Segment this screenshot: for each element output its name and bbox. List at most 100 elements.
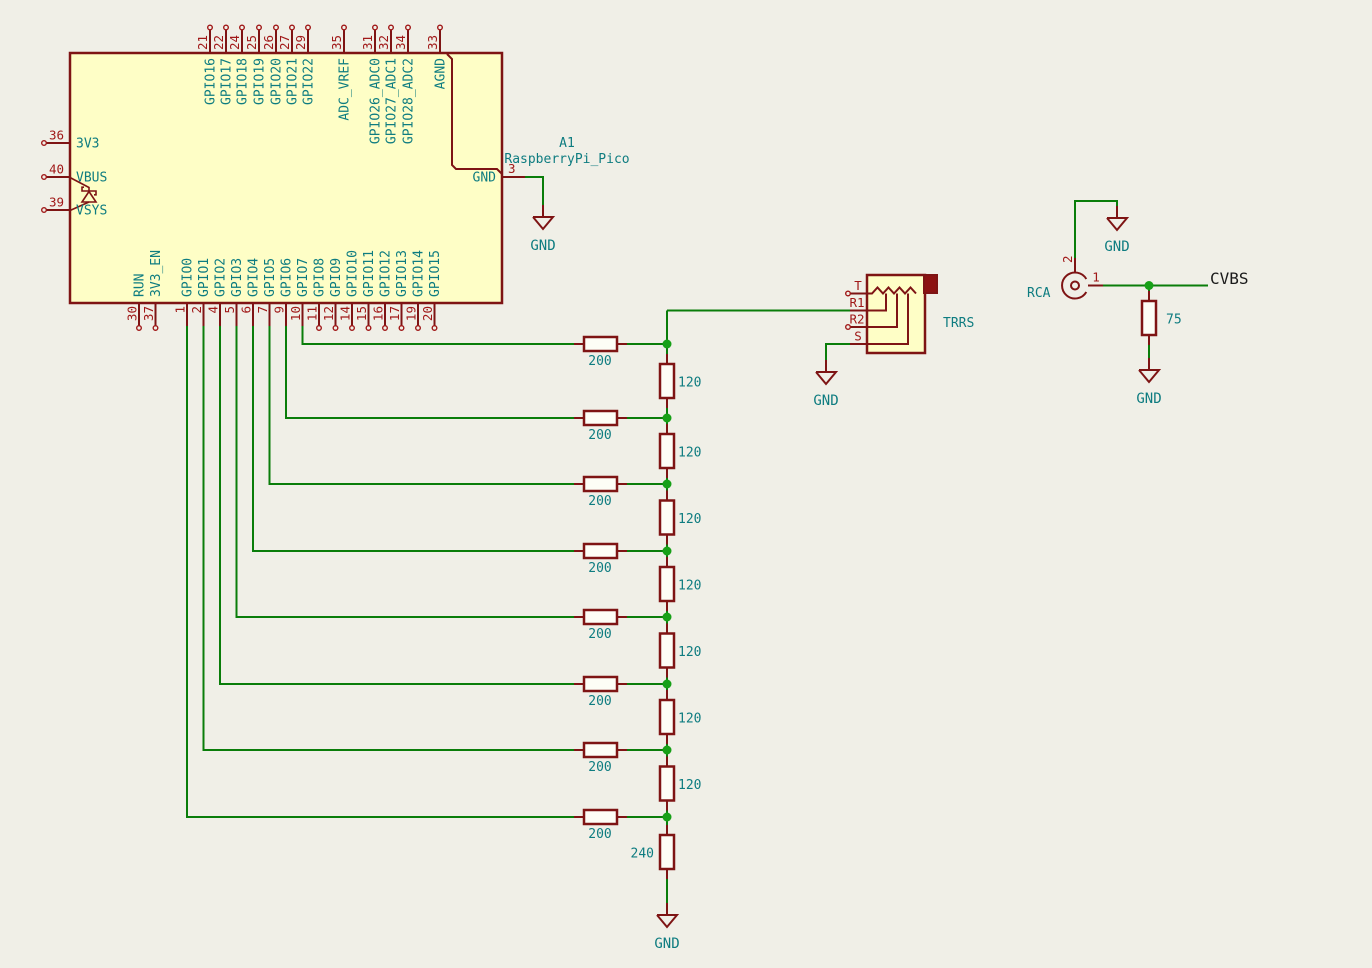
pin-number: 29 <box>293 35 308 50</box>
pin-number: 24 <box>227 35 242 50</box>
resistor-value[interactable]: 200 <box>588 494 611 509</box>
resistor-series-6[interactable]: 200 <box>574 675 627 709</box>
resistor-value[interactable]: 120 <box>678 376 701 391</box>
pico-value[interactable]: RaspberryPi_Pico <box>504 152 629 167</box>
pico-reference[interactable]: A1 <box>559 136 575 151</box>
resistor-body <box>658 499 676 536</box>
resistor-body <box>658 632 676 669</box>
wire-gpio3-row5[interactable] <box>235 326 668 618</box>
diode-wires <box>69 176 90 212</box>
gnd-symbol-trrs[interactable]: GND <box>813 360 839 409</box>
wire-rca-shield-to-gnd[interactable] <box>1074 200 1118 258</box>
pin-name: AGND <box>434 58 449 89</box>
trrs-jack[interactable]: T R1 R2 S TRRS <box>845 273 975 355</box>
resistor-value[interactable]: 200 <box>588 561 611 576</box>
gnd-symbol-r75[interactable]: GND <box>1136 358 1162 407</box>
pin-name: GPIO0 <box>181 258 196 297</box>
resistor-value[interactable]: 120 <box>678 778 701 793</box>
pico-pin-adc-vref: 35 ADC_VREF <box>329 24 353 121</box>
resistor-value[interactable]: 200 <box>588 827 611 842</box>
resistor-shunt-1[interactable]: 120 <box>658 354 701 408</box>
pin-number: 2 <box>189 306 204 314</box>
resistor-value[interactable]: 200 <box>588 627 611 642</box>
wire-gpio0-row8[interactable] <box>186 326 667 818</box>
no-connect-circle <box>41 173 48 180</box>
pico-symbol[interactable]: A1 RaspberryPi_Pico 36 3V3 40 VBUS 39 VS… <box>41 24 630 332</box>
no-connect-circle <box>845 290 852 297</box>
pin-number: 20 <box>420 306 435 321</box>
rca-label[interactable]: RCA <box>1027 286 1051 301</box>
pin-name: 3V3 <box>76 137 99 152</box>
gnd-label: GND <box>530 238 555 254</box>
wire-gpio1-row7[interactable] <box>202 326 668 751</box>
resistor-rca-termination[interactable]: 75 <box>1140 291 1182 345</box>
pin-name: GPIO8 <box>313 258 328 297</box>
resistor-value[interactable]: 120 <box>678 446 701 461</box>
pico-pin-gpio5: 7 GPIO5 <box>255 258 278 326</box>
no-connect-circle <box>398 325 405 332</box>
pico-pin-gnd3: 3 GND <box>473 161 525 186</box>
resistor-series-5[interactable]: 200 <box>574 608 627 642</box>
pico-pin-gpio8: 11 GPIO8 <box>305 258 328 332</box>
resistor-value[interactable]: 200 <box>588 760 611 775</box>
no-connect-circle <box>365 325 372 332</box>
resistor-value[interactable]: 120 <box>678 712 701 727</box>
trrs-contact-zigzag <box>867 286 917 295</box>
resistor-series-7[interactable]: 200 <box>574 741 627 775</box>
pin-number: 39 <box>49 195 64 210</box>
resistor-series-1[interactable]: 200 <box>574 335 627 369</box>
resistor-termination[interactable]: 240 <box>631 825 676 879</box>
pico-pin-gpio28-adc2: 34 GPIO28_ADC2 <box>393 24 417 144</box>
resistor-shunt-5[interactable]: 120 <box>658 623 701 678</box>
no-connect-circle <box>135 325 142 332</box>
resistor-value[interactable]: 240 <box>631 847 654 862</box>
resistor-series-4[interactable]: 200 <box>574 542 627 576</box>
resistor-series-3[interactable]: 200 <box>574 475 627 509</box>
pin-name: VBUS <box>76 171 107 186</box>
resistor-shunt-3[interactable]: 120 <box>658 490 701 545</box>
pin-name: GPIO20 <box>270 58 285 105</box>
trrs-label[interactable]: TRRS <box>943 316 974 331</box>
resistor-value[interactable]: 120 <box>678 579 701 594</box>
gnd-symbol-pico[interactable]: GND <box>530 205 556 254</box>
pico-pin-vsys: 39 VSYS <box>41 195 107 219</box>
resistor-value[interactable]: 200 <box>588 354 611 369</box>
gnd-symbol-ladder[interactable]: GND <box>654 903 680 952</box>
gnd-symbol-rca-shield[interactable]: GND <box>1104 206 1130 255</box>
resistor-value[interactable]: 120 <box>678 512 701 527</box>
resistor-body <box>582 542 619 560</box>
resistor-shunt-4[interactable]: 120 <box>658 557 701 611</box>
wire-trrs-s-to-gnd[interactable] <box>825 343 850 360</box>
resistor-shunt-7[interactable]: 120 <box>658 756 701 811</box>
pin-number: 4 <box>206 306 221 314</box>
pico-pin-3v3: 36 3V3 <box>41 128 99 152</box>
resistor-value[interactable]: 200 <box>588 694 611 709</box>
pin-name: GPIO28_ADC2 <box>402 58 417 144</box>
no-connect-circle <box>388 24 395 31</box>
resistor-value[interactable]: 200 <box>588 428 611 443</box>
resistor-series-8[interactable]: 200 <box>574 808 627 842</box>
pin-number: 37 <box>141 306 156 321</box>
wire-gpio4-row4[interactable] <box>252 326 667 552</box>
gnd-label: GND <box>1104 239 1129 255</box>
wire-gpio5-row3[interactable] <box>268 326 668 485</box>
resistor-body <box>582 741 619 759</box>
wire-gpio2-row6[interactable] <box>219 326 667 685</box>
pin-name: GPIO3 <box>230 258 245 297</box>
resistor-value[interactable]: 75 <box>1166 313 1182 328</box>
resistor-value[interactable]: 120 <box>678 645 701 660</box>
resistor-shunt-6[interactable]: 120 <box>658 690 701 744</box>
pin-name: GPIO9 <box>329 258 344 297</box>
junction-dots <box>662 281 1154 822</box>
wire-gpio6-row2[interactable] <box>285 326 667 419</box>
wire-pico-gnd[interactable] <box>525 176 544 205</box>
resistor-series-2[interactable]: 200 <box>574 409 627 443</box>
pin-name: GPIO18 <box>236 58 251 105</box>
wire-gpio7-row1[interactable] <box>301 326 668 345</box>
resistor-shunt-2[interactable]: 120 <box>658 424 701 478</box>
net-label-cvbs[interactable]: CVBS <box>1210 269 1249 288</box>
rca-connector[interactable]: 1 2 RCA <box>1027 255 1103 301</box>
resistor-body <box>658 833 676 871</box>
gnd-label: GND <box>1136 391 1161 407</box>
junction-dot <box>1144 281 1154 290</box>
